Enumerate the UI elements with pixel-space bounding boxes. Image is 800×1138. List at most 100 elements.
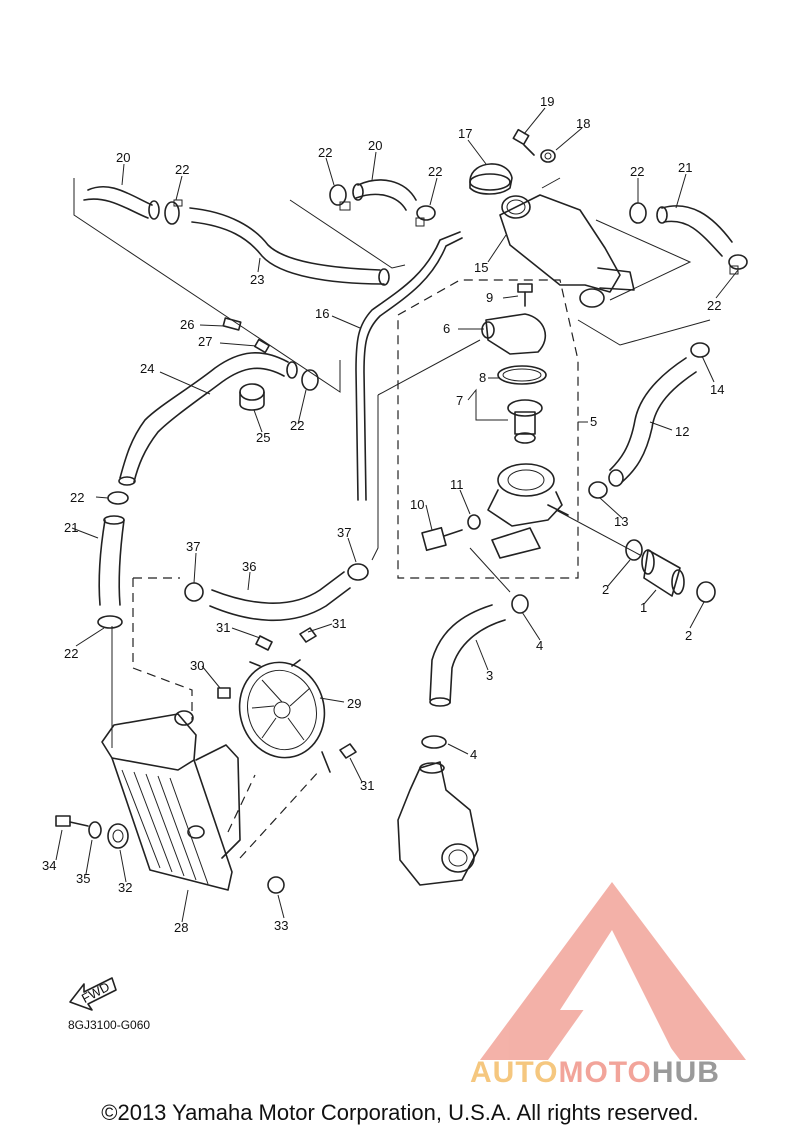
grommet-32	[107, 823, 129, 849]
label-33: 33	[274, 918, 288, 933]
label-26: 26	[180, 317, 194, 332]
hose-24	[118, 352, 298, 486]
assembly-box-5	[397, 279, 579, 579]
hose-20-center	[352, 179, 417, 211]
clamp-22-f	[301, 369, 319, 391]
label-34: 34	[42, 858, 56, 873]
label-22-b: 22	[318, 145, 332, 160]
label-21-a: 21	[678, 160, 692, 175]
watermark-part-3: HUB	[651, 1056, 720, 1089]
reservoir-tank-15	[499, 194, 635, 308]
label-11: 11	[450, 477, 464, 492]
label-31-b: 31	[332, 616, 346, 631]
label-22-h: 22	[64, 646, 78, 661]
bolt-31-b	[299, 627, 317, 643]
hose-3	[429, 604, 506, 707]
clamp-37-b	[347, 563, 369, 581]
label-18: 18	[576, 116, 590, 131]
label-5: 5	[590, 414, 597, 429]
clamp-4-b	[421, 735, 447, 749]
label-1: 1	[640, 600, 647, 615]
label-29: 29	[347, 696, 361, 711]
label-4-a: 4	[536, 638, 543, 653]
label-13: 13	[614, 514, 628, 529]
sensor-10	[421, 526, 463, 552]
label-8: 8	[479, 370, 486, 385]
label-20-b: 20	[368, 138, 382, 153]
clamp-4-a	[511, 594, 529, 614]
bolt-31-a	[255, 635, 273, 651]
label-6: 6	[443, 321, 450, 336]
fitting-27	[254, 338, 270, 354]
grommet-18	[540, 149, 556, 163]
label-19: 19	[540, 94, 554, 109]
clamp-22-b	[329, 184, 351, 211]
watermark-part-2: MOTO	[558, 1056, 652, 1089]
copyright-notice: ©2013 Yamaha Motor Corporation, U.S.A. A…	[101, 1100, 699, 1125]
thermostat-7	[507, 399, 543, 444]
bolt-19	[512, 128, 535, 156]
reference-lines	[73, 177, 711, 859]
label-25: 25	[256, 430, 270, 445]
watermark-part-1: AUTO	[470, 1056, 559, 1089]
label-37-a: 37	[186, 539, 200, 554]
nut-30	[217, 687, 231, 699]
automotohub-logo	[480, 882, 746, 1060]
label-2-b: 2	[685, 628, 692, 643]
bolt-34	[55, 815, 89, 827]
washer-11	[467, 514, 481, 530]
label-22-d: 22	[630, 164, 644, 179]
clamp-37-a	[184, 582, 204, 602]
grommet-33	[267, 876, 285, 894]
label-12: 12	[675, 424, 689, 439]
watermark-text: AUTOMOTOHUB	[470, 1056, 720, 1090]
fitting-26	[222, 317, 242, 331]
leader-lines	[55, 107, 739, 923]
clamp-22-e	[728, 254, 748, 275]
clamp-2-a	[625, 539, 643, 561]
label-27: 27	[198, 334, 212, 349]
hose-36	[209, 571, 351, 622]
label-10: 10	[410, 497, 424, 512]
o-ring-8	[497, 365, 547, 385]
clamp-22-h	[97, 615, 123, 629]
label-24: 24	[140, 361, 154, 376]
hose-21-left	[98, 515, 125, 606]
label-37-b: 37	[337, 525, 351, 540]
label-14: 14	[710, 382, 724, 397]
label-4-b: 4	[470, 747, 477, 762]
callout-labels: 19 18 17 20 22 22 20 22 22 21 23 15 22 9…	[42, 94, 724, 935]
label-31-a: 31	[216, 620, 230, 635]
clamp-2-b	[696, 581, 716, 603]
label-22-a: 22	[175, 162, 189, 177]
label-17: 17	[458, 126, 472, 141]
clamp-22-g	[107, 491, 129, 505]
label-22-c: 22	[428, 164, 442, 179]
hose-12	[608, 357, 697, 487]
label-16: 16	[315, 306, 329, 321]
thermostat-cover-6	[481, 313, 547, 355]
label-30: 30	[190, 658, 204, 673]
fan-29	[238, 659, 331, 773]
label-7: 7	[456, 393, 463, 408]
bolt-9	[517, 283, 533, 307]
tube-16	[355, 231, 463, 501]
label-32: 32	[118, 880, 132, 895]
clamp-14	[690, 342, 710, 358]
label-21-b: 21	[64, 520, 78, 535]
label-22-g: 22	[70, 490, 84, 505]
diagram-code: 8GJ3100-G060	[68, 1018, 151, 1032]
hose-20-left	[83, 185, 160, 220]
label-15: 15	[474, 260, 488, 275]
radiator-28	[101, 710, 241, 891]
label-28: 28	[174, 920, 188, 935]
fwd-arrow-icon: FWD	[69, 977, 117, 1011]
cap-25	[239, 383, 265, 411]
clamp-22-a	[164, 199, 183, 225]
water-pump	[397, 761, 479, 886]
thermostat-housing-5	[487, 463, 569, 559]
clamp-22-c	[415, 205, 436, 227]
label-2-a: 2	[602, 582, 609, 597]
label-20-a: 20	[116, 150, 130, 165]
